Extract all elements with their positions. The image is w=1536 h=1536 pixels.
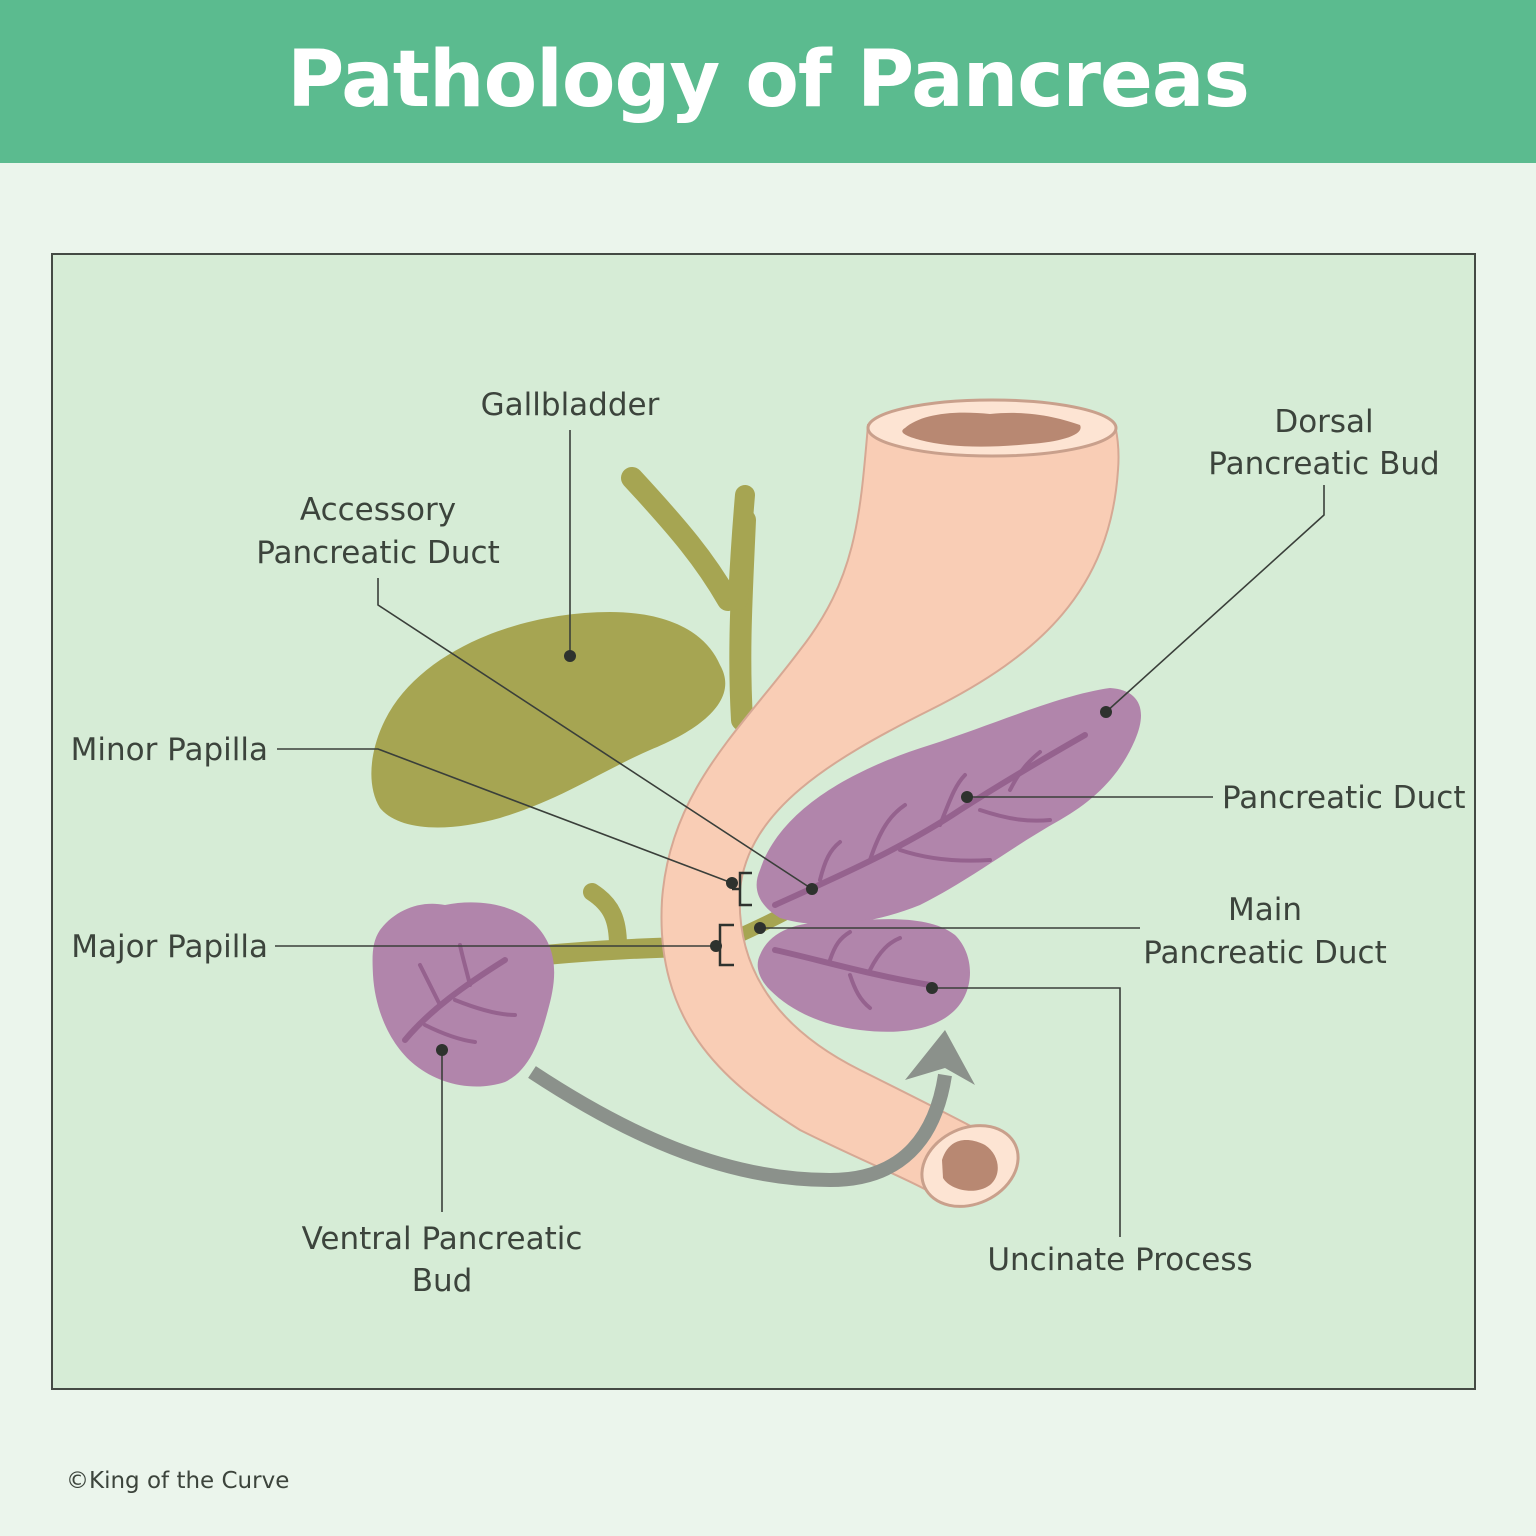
page-title: Pathology of Pancreas: [287, 34, 1250, 125]
bile-duct-branch: [583, 883, 627, 955]
label-dorsal-bud-line2: Pancreatic Bud: [1208, 446, 1439, 482]
uncinate-shape: [757, 919, 970, 1032]
uncinate-vein: [772, 947, 933, 988]
rotation-arrow: [528, 1030, 975, 1188]
ventral-bud-shape: [372, 902, 555, 1087]
ventral-bud-vein: [402, 957, 508, 1043]
top-lumen: [902, 412, 1081, 447]
label-major-papilla: Major Papilla: [71, 929, 268, 965]
duodenum: [660, 398, 1120, 1208]
label-main-duct-line2: Pancreatic Duct: [1143, 935, 1387, 971]
rotation-arrow-shaft: [528, 1066, 952, 1188]
dorsal-pancreatic-bud: [756, 688, 1142, 925]
ventral-pancreatic-bud: [372, 902, 555, 1087]
label-main-duct-line1: Main: [1228, 892, 1302, 928]
bottom-lumen: [942, 1140, 998, 1191]
label-minor-papilla: Minor Papilla: [71, 732, 268, 768]
label-uncinate-process: Uncinate Process: [987, 1242, 1252, 1278]
label-pancreatic-duct: Pancreatic Duct: [1222, 780, 1466, 816]
leader-dots: [436, 650, 1112, 1056]
label-ventral-bud-line2: Bud: [412, 1263, 473, 1299]
leader-lines: [275, 430, 1325, 1237]
label-accessory-duct-line2: Pancreatic Duct: [256, 535, 500, 571]
rotation-arrow-head: [905, 1030, 975, 1085]
label-ventral-bud-line1: Ventral Pancreatic: [302, 1221, 583, 1257]
label-gallbladder: Gallbladder: [481, 387, 660, 423]
title-banner: Pathology of Pancreas: [0, 0, 1536, 163]
minor-papilla-bracket: [732, 871, 752, 907]
label-accessory-duct-line1: Accessory: [300, 492, 456, 528]
label-dorsal-bud-line1: Dorsal: [1274, 404, 1373, 440]
hepatic-duct-left: [621, 467, 739, 611]
gallbladder-shape: [371, 612, 726, 828]
dorsal-bud-vein: [772, 732, 1088, 908]
copyright-notice: ©King of the Curve: [66, 1468, 290, 1494]
uncinate-lobe: [757, 919, 970, 1032]
hepatic-duct-right: [728, 485, 755, 610]
